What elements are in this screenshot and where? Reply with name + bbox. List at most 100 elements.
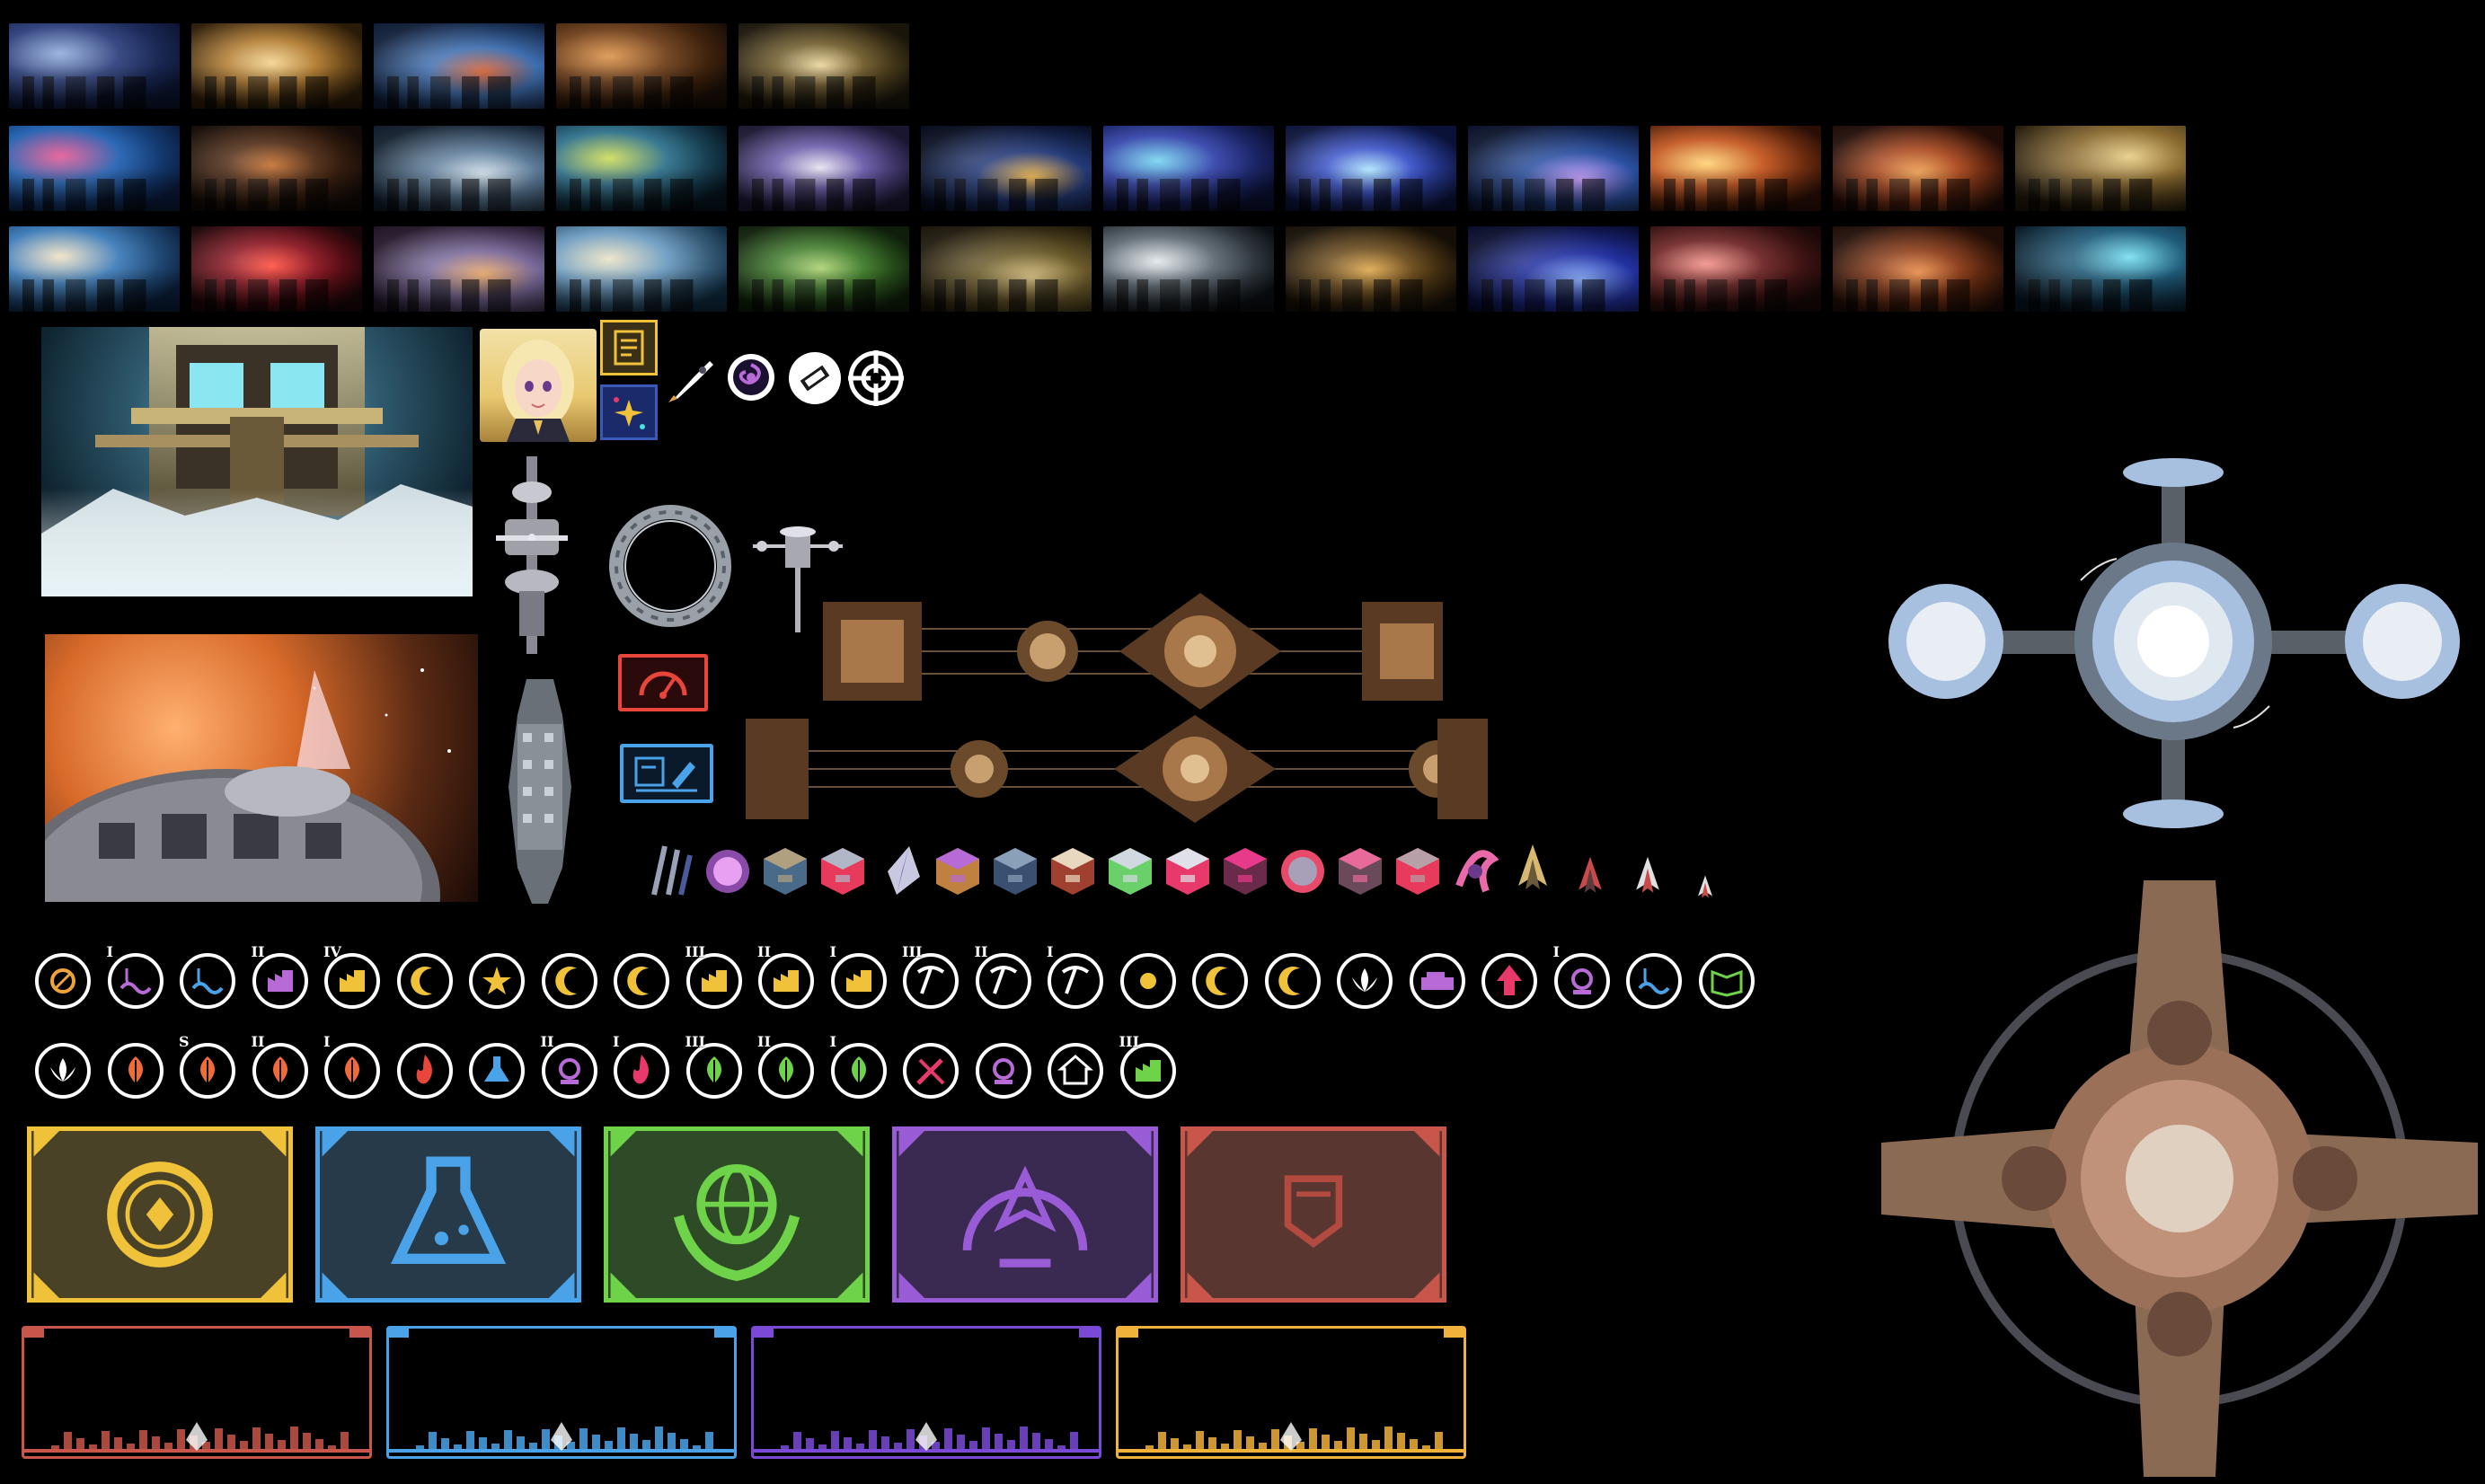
star-ring-icon	[468, 952, 526, 1010]
tier-numeral: II	[757, 1033, 771, 1050]
scene-thumbnail-green-fields	[738, 226, 909, 312]
paper-stack-icon	[1048, 841, 1098, 900]
small-fighter-icon	[1628, 854, 1668, 902]
factory-icon: III	[685, 943, 743, 1010]
tools-icon	[902, 1042, 960, 1100]
gold-frame	[1116, 1326, 1466, 1459]
snake-icon	[396, 1042, 454, 1100]
illustration-dome-planet	[45, 634, 478, 902]
scene-thumbnail-red-planet-dome	[1833, 126, 2003, 211]
tier-numeral: III	[1119, 1033, 1139, 1050]
supply-box-icon	[990, 841, 1040, 900]
factory-gold-icon: IV	[323, 943, 381, 1010]
blueprint-panel-icon	[620, 744, 713, 803]
rocket-icon	[667, 350, 721, 404]
crescent-plus-icon	[541, 952, 598, 1010]
mech-module-icon	[1393, 841, 1443, 900]
spire-station-sprite	[487, 456, 577, 654]
leaf-icon: II	[757, 1033, 815, 1100]
category-card-science	[315, 1126, 581, 1303]
canister-icon	[1163, 841, 1213, 900]
scene-thumbnail-green-cargo-ship	[556, 126, 727, 211]
shield-icon	[1187, 1131, 1440, 1298]
globe-hands-icon	[610, 1131, 863, 1298]
tier-numeral: I	[106, 943, 113, 960]
frame-skyline-ornament	[389, 1329, 734, 1453]
tier-numeral: I	[1552, 943, 1560, 960]
frame-skyline-ornament	[754, 1329, 1099, 1453]
portal-ring-sprite	[607, 503, 733, 629]
leaf-icon: III	[685, 1033, 743, 1100]
shard-icon	[875, 841, 925, 900]
ice-station-sprite	[1874, 455, 2474, 832]
scene-thumbnail-portal-ring	[9, 23, 180, 109]
tier-numeral: II	[540, 1033, 554, 1050]
open-book-icon	[1698, 952, 1755, 1010]
category-card-ecology	[604, 1126, 870, 1303]
orb-pedestal-icon: I	[1553, 943, 1611, 1010]
ornate-ship-strip-1	[823, 593, 1443, 710]
tier-numeral: III	[685, 1033, 705, 1050]
bronze-station-sprite	[1881, 880, 2478, 1477]
frame-skyline-ornament	[24, 1329, 369, 1453]
blue-frame	[386, 1326, 737, 1459]
crescent-icon	[396, 952, 454, 1010]
arrow-up-icon	[1481, 952, 1538, 1010]
tiny-fighter-icon	[1693, 874, 1718, 904]
scene-thumbnail-orange-plant	[1833, 226, 2003, 312]
scene-thumbnail-blue-industrial	[374, 23, 544, 109]
scene-thumbnail-holo-console	[1468, 126, 1639, 211]
frame-skyline-ornament	[1119, 1329, 1464, 1453]
pink-crate-icon	[1335, 841, 1385, 900]
scene-thumbnail-orange-hangar	[556, 23, 727, 109]
scene-thumbnail-blue-neon-towers	[1468, 226, 1639, 312]
flame-leaf-icon	[107, 1042, 164, 1100]
illustration-station-fog	[41, 327, 473, 596]
scene-thumbnail-golden-reactor	[191, 23, 362, 109]
coin-icon	[33, 1131, 287, 1298]
pink-orb-icon	[703, 841, 753, 900]
tier-numeral: I	[613, 1033, 620, 1050]
scene-thumbnail-night-spaceport	[921, 126, 1092, 211]
tier-numeral: IV	[323, 943, 341, 960]
orb-ring-icon: II	[541, 1033, 598, 1100]
vortex-icon	[975, 1042, 1032, 1100]
scene-thumbnail-cyber-hall	[1103, 126, 1274, 211]
sphere-mine-icon	[1278, 841, 1328, 900]
crescent-icon	[613, 952, 670, 1010]
scene-thumbnail-sunset-harbor	[374, 226, 544, 312]
flame-leaf-icon: S	[179, 1033, 236, 1100]
red-frame	[22, 1326, 372, 1459]
scene-thumbnail-amber-interior	[921, 226, 1092, 312]
scene-thumbnail-desert-outpost	[2015, 126, 2186, 211]
scene-thumbnail-blue-light-beam	[1286, 126, 1456, 211]
factory-icon: II	[757, 943, 815, 1010]
ornate-ship-strip-2	[746, 715, 1488, 823]
factory-gem-icon: II	[252, 943, 309, 1010]
tier-numeral: III	[685, 943, 705, 960]
gauge-panel-icon	[618, 654, 708, 711]
tier-numeral: I	[323, 1033, 331, 1050]
category-card-military	[1181, 1126, 1446, 1303]
drill-icon	[933, 841, 983, 900]
cargo-module-icon	[760, 841, 810, 900]
scene-thumbnail-gold-factory	[1286, 226, 1456, 312]
hook-wave-icon	[179, 952, 236, 1010]
house-icon	[1047, 1042, 1104, 1100]
category-card-mystic	[892, 1126, 1158, 1303]
factory-gem-icon: III	[1119, 1033, 1177, 1100]
scene-thumbnail-farm-tower	[556, 226, 727, 312]
crescent-gem-icon	[1191, 952, 1249, 1010]
crate-stack-icon	[818, 841, 868, 900]
flame-icon: I	[613, 1033, 670, 1100]
purple-frame	[751, 1326, 1101, 1459]
flame-leaf-icon: I	[323, 1033, 381, 1100]
flask-icon	[468, 1042, 526, 1100]
crosshair-badge-icon	[848, 350, 904, 406]
scene-thumbnail-red-orb-chamber	[191, 226, 362, 312]
scene-thumbnail-neon-plaza	[9, 126, 180, 211]
tier-numeral: II	[974, 943, 988, 960]
tier-numeral: III	[902, 943, 923, 960]
scene-thumbnail-red-laboratory	[1650, 226, 1821, 312]
